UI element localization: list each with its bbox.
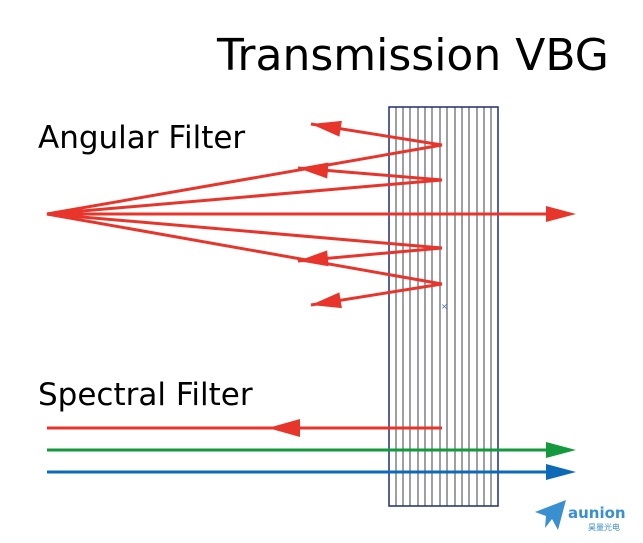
transmitted-ray-arrowhead [546, 206, 576, 222]
grating-border [388, 106, 499, 507]
diagram-title: Transmission VBG [216, 30, 609, 81]
angular-filter-rays [46, 120, 576, 309]
green-beam-arrowhead [546, 442, 576, 458]
angular-filter-label: Angular Filter [38, 120, 245, 156]
paper-plane-logo-icon [535, 500, 566, 530]
spectral-filter-label: Spectral Filter [38, 377, 253, 413]
diffracted-ray-arrowhead [298, 162, 329, 179]
incident-ray [46, 143, 443, 216]
diffracted-ray-arrowhead [298, 250, 329, 267]
incident-ray [46, 178, 443, 216]
logo-subtitle: 昊量光电 [588, 522, 620, 532]
logo-name: aunion [568, 504, 626, 522]
vbg-grating [388, 106, 499, 507]
aunion-logo: aunion 昊量光电 [535, 500, 626, 532]
incident-ray [46, 212, 443, 286]
red-beam-arrowhead [268, 419, 300, 437]
small-mark: × [441, 302, 448, 311]
spectral-filter-beams [47, 419, 576, 480]
diffracted-ray-arrowhead [311, 120, 342, 137]
diffracted-ray-arrowhead [311, 292, 342, 309]
incident-ray [46, 212, 443, 250]
blue-beam-arrowhead [546, 464, 576, 480]
